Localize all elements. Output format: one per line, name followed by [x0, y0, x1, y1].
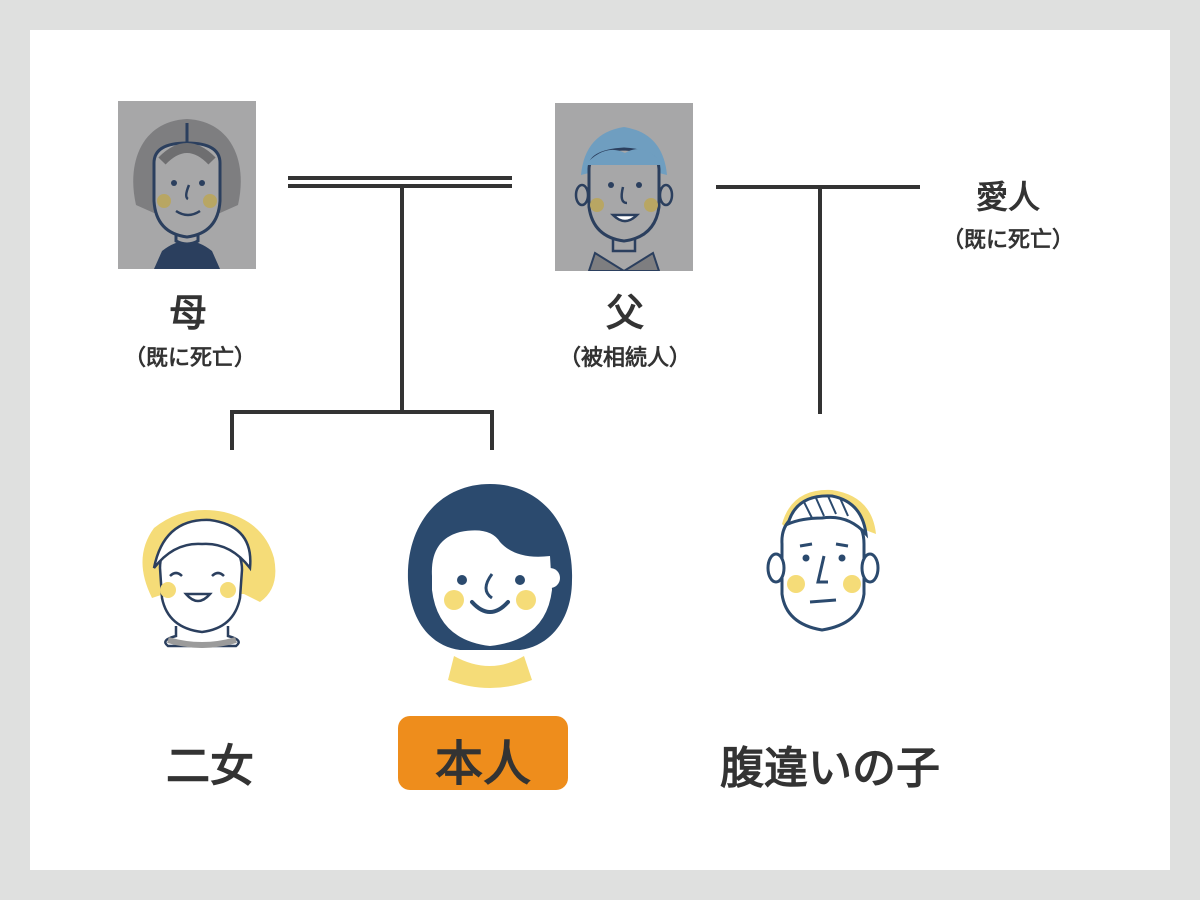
second-daughter-illustration [142, 510, 276, 648]
father-portrait [555, 103, 693, 271]
self-illustration [407, 484, 573, 688]
lover-name: 愛人 [975, 178, 1040, 216]
half-sibling-illustration [766, 489, 880, 632]
second-daughter-name: 二女 [166, 741, 254, 792]
mother-name: 母 [168, 291, 207, 335]
father-name: 父 [605, 291, 644, 335]
elderly-man-face-icon [574, 127, 674, 271]
self-highlight-badge [398, 716, 568, 790]
half-sibling-name: 腹違いの子 [720, 743, 940, 794]
father-note: （被相続人） [558, 346, 691, 371]
mother-portrait [118, 101, 256, 269]
self-name: 本人 [434, 736, 531, 792]
mother-note: （既に死亡） [123, 346, 256, 371]
lover-note: （既に死亡） [941, 228, 1074, 253]
elderly-woman-face-icon [133, 119, 241, 269]
